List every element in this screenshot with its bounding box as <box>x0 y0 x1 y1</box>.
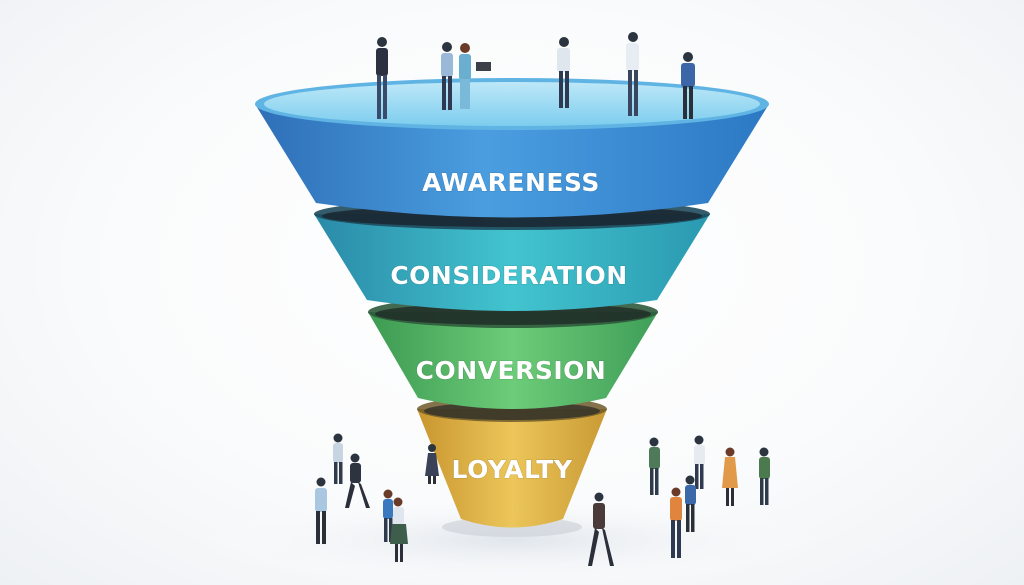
funnel-stage-conversion[interactable]: CONVERSION <box>368 296 658 409</box>
person-figure <box>345 453 370 508</box>
person-figure <box>649 437 660 495</box>
person-figure <box>588 492 614 566</box>
person-figure <box>441 42 453 110</box>
person-figure <box>557 37 570 108</box>
person-figure <box>759 447 770 505</box>
person-figure <box>376 37 388 119</box>
laptop-icon <box>476 62 491 71</box>
person-figure <box>390 497 408 562</box>
person-figure <box>315 477 327 544</box>
stage-label-conversion: CONVERSION <box>416 356 607 385</box>
people-on-top <box>376 32 695 119</box>
stage-label-loyalty: LOYALTY <box>452 455 573 484</box>
person-figure <box>670 487 682 558</box>
people-ground-left <box>315 433 439 562</box>
person-figure <box>459 43 491 109</box>
person-figure <box>383 489 393 542</box>
person-figure <box>694 435 705 489</box>
people-ground-right <box>588 435 770 566</box>
stage-label-awareness: AWARENESS <box>422 168 600 197</box>
person-figure <box>425 444 439 484</box>
person-figure <box>333 433 343 484</box>
stage-label-consideration: CONSIDERATION <box>390 261 627 290</box>
person-figure <box>626 32 639 116</box>
person-figure <box>722 447 738 506</box>
person-figure <box>685 475 696 532</box>
person-figure <box>681 52 695 119</box>
